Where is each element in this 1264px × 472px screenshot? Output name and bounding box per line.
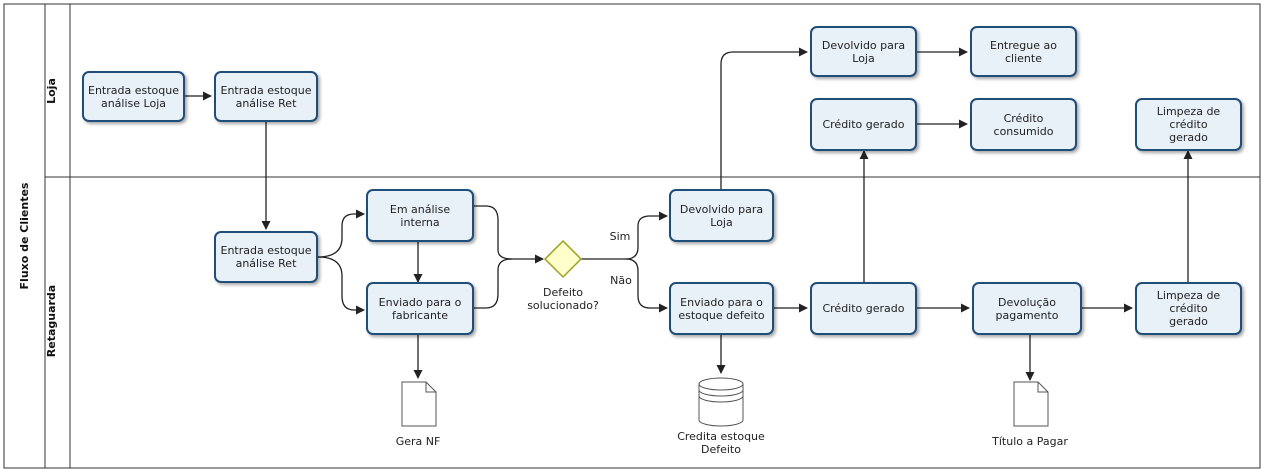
flow-devolvido-to-loja (720, 47, 808, 189)
lane-label-retaguarda: Retaguarda (45, 284, 58, 358)
task-devolvido-loja-ret[interactable]: Devolvido para Loja (669, 189, 774, 242)
document-gera-nf-icon (401, 381, 437, 427)
task-devolucao-pagamento[interactable]: Devolução pagamento (972, 282, 1082, 335)
task-enviado-fabricante[interactable]: Enviado para o fabricante (366, 282, 474, 335)
task-entregue-cliente[interactable]: Entregue ao cliente (970, 26, 1077, 77)
artifact-titulo-pagar: Título a Pagar (992, 435, 1068, 448)
task-entrada-ret-loja-lane[interactable]: Entrada estoque análise Ret (214, 71, 318, 122)
task-analise-interna[interactable]: Em análise interna (366, 189, 474, 242)
task-entrada-ret[interactable]: Entrada estoque análise Ret (214, 231, 318, 283)
lane-label-loja: Loja (45, 78, 58, 104)
document-titulo-icon (1013, 381, 1049, 427)
connectors (185, 47, 1193, 381)
task-limpeza-credito-loja[interactable]: Limpeza de crédito gerado (1135, 98, 1242, 151)
task-credito-gerado-ret[interactable]: Crédito gerado (810, 282, 917, 335)
task-devolvido-loja[interactable]: Devolvido para Loja (810, 26, 917, 77)
pool-border (3, 3, 1261, 469)
task-entrada-loja[interactable]: Entrada estoque análise Loja (82, 71, 185, 122)
flow-fabricante-to-gateway (474, 258, 513, 309)
flow-ret-to-analise (317, 209, 365, 258)
decision-gateway (543, 239, 583, 279)
flow-label-sim: Sim (609, 230, 631, 243)
task-estoque-defeito[interactable]: Enviado para o estoque defeito (669, 282, 774, 335)
gateway-label: Defeito solucionado? (527, 286, 599, 312)
database-credita-icon (698, 377, 744, 427)
task-credito-gerado-loja[interactable]: Crédito gerado (810, 98, 917, 151)
artifact-credita-estoque: Credita estoque Defeito (677, 430, 765, 456)
task-limpeza-credito-ret[interactable]: Limpeza de crédito gerado (1135, 282, 1242, 335)
flow-gateway-sim (581, 211, 668, 260)
flow-ret-to-fabricante (317, 256, 365, 315)
flow-gateway-nao (625, 258, 668, 313)
flow-label-nao: Não (610, 274, 632, 287)
flow-analise-to-gateway (474, 205, 544, 264)
artifact-gera-nf: Gera NF (395, 435, 441, 448)
task-credito-consumido[interactable]: Crédito consumido (970, 98, 1077, 151)
pool-title: Fluxo de Clientes (18, 182, 31, 290)
